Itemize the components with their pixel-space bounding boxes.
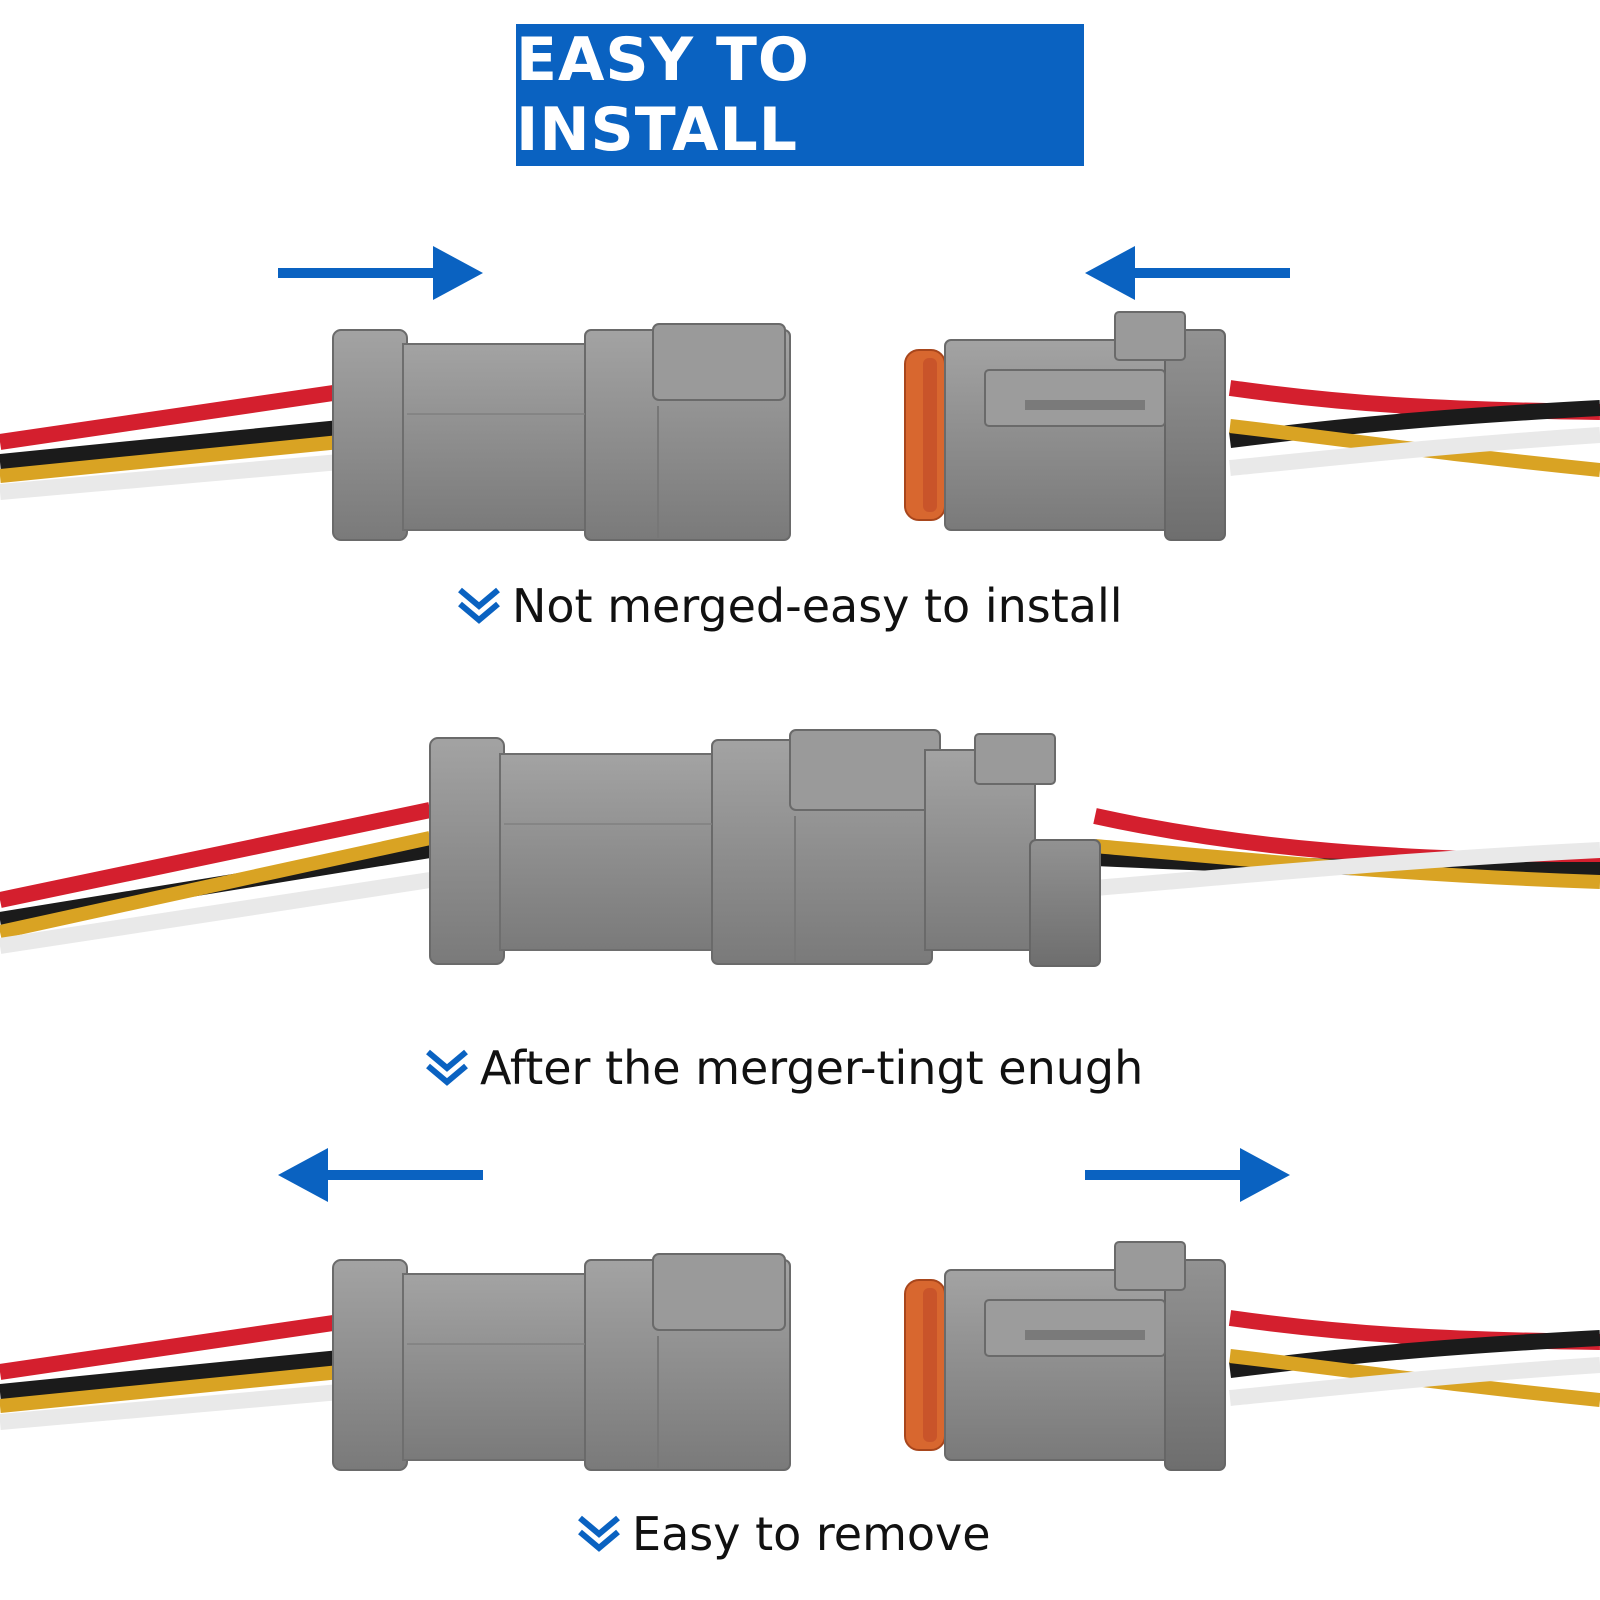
arrow-right-icon	[278, 246, 483, 300]
step-3-caption: Easy to remove	[576, 1504, 991, 1564]
male-connector	[332, 323, 791, 541]
connector-pair-separated	[0, 311, 1600, 541]
step-1-caption: Not merged-easy to install	[456, 576, 1123, 636]
female-connector	[904, 311, 1226, 541]
connector-pair-merged	[0, 729, 1600, 967]
step-2-merged: After the merger-tingt enugh	[0, 720, 1600, 1110]
male-connector	[332, 1253, 791, 1471]
double-chevron-down-icon	[458, 587, 500, 624]
caption-text: Not merged-easy to install	[512, 579, 1123, 633]
step-2-caption: After the merger-tingt enugh	[424, 1038, 1143, 1098]
double-chevron-down-icon	[426, 1049, 468, 1086]
connector-pair-separated	[0, 1241, 1600, 1471]
caption-text: Easy to remove	[632, 1507, 991, 1561]
arrow-left-icon	[278, 1148, 483, 1202]
caption-text: After the merger-tingt enugh	[480, 1041, 1144, 1095]
step-1-separated: Not merged-easy to install	[0, 230, 1600, 650]
banner-title: EASY TO INSTALL	[516, 25, 810, 165]
double-chevron-down-icon	[578, 1515, 620, 1552]
arrow-left-icon	[1085, 246, 1290, 300]
step-3-separated: Easy to remove	[0, 1148, 1600, 1600]
female-connector	[904, 1241, 1226, 1471]
title-banner: EASY TO INSTALL	[516, 24, 1084, 166]
arrow-right-icon	[1085, 1148, 1290, 1202]
